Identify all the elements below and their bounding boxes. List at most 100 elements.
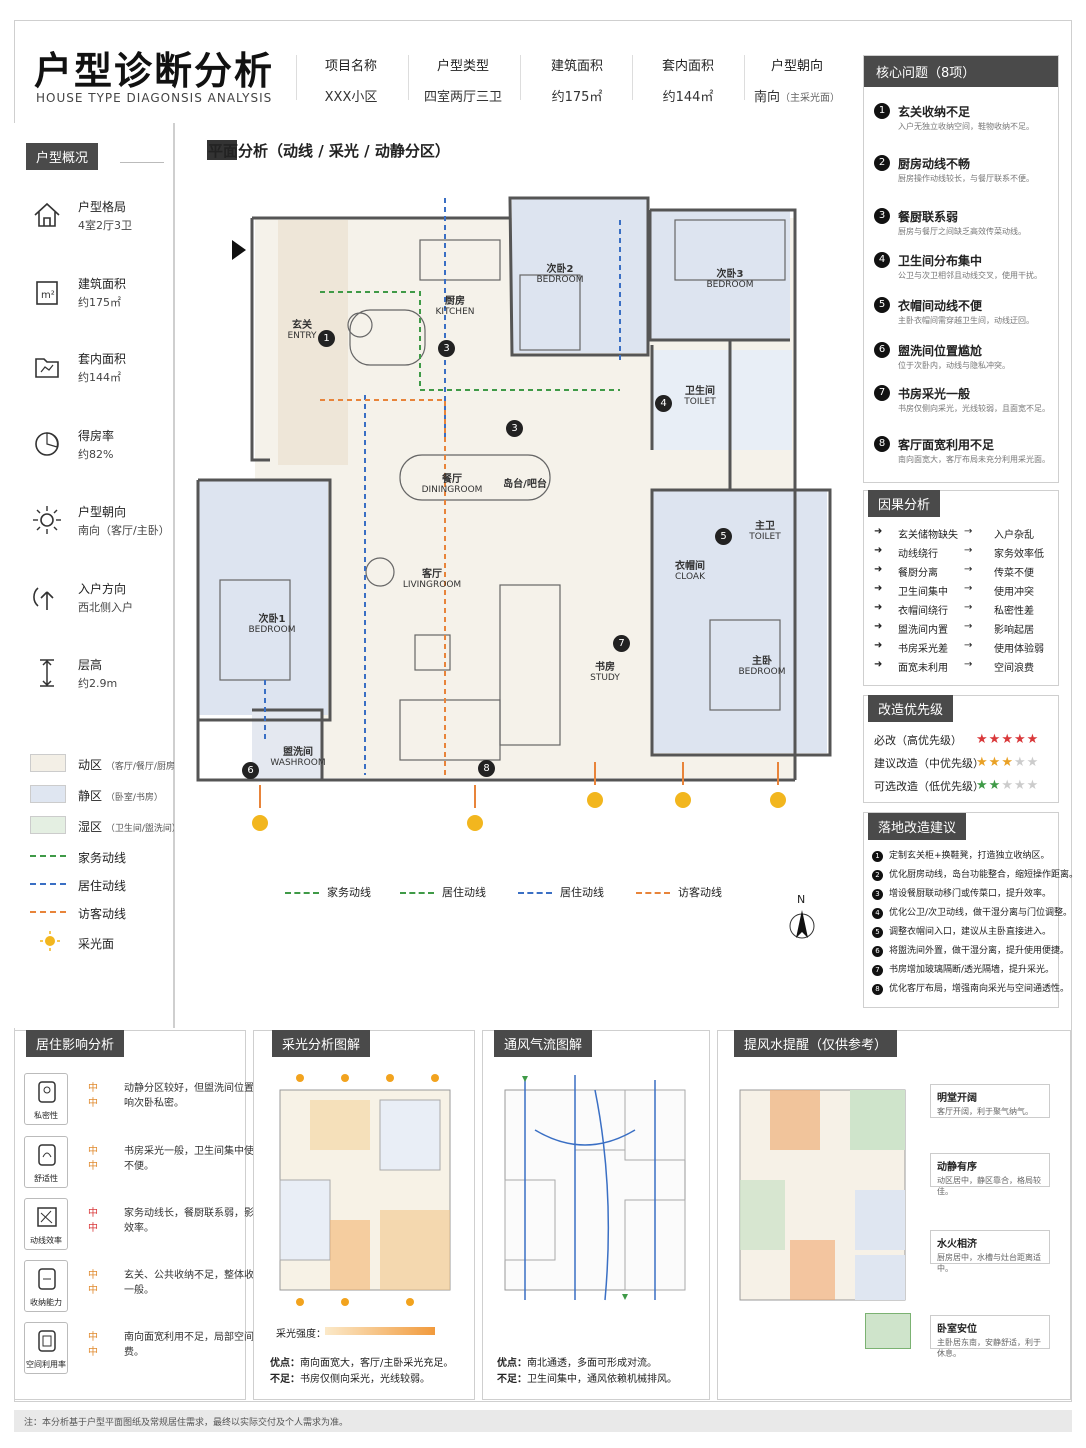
star-icon: ★ — [988, 755, 1002, 770]
priority-medium: 建议改造（中优先级）★★★★★ — [874, 755, 1040, 770]
star-icon: ★ — [1013, 732, 1027, 747]
overview-panel — [14, 123, 174, 1028]
divider — [520, 55, 521, 100]
marker-3: 3 — [438, 340, 455, 357]
priority-stars: ★★★★★ — [976, 732, 1039, 747]
star-icon: ★ — [1026, 732, 1040, 747]
star-icon: ★ — [988, 778, 1002, 793]
footer-note: 注：本分析基于户型平面图纸及常规居住需求，最终以实际交付及个人需求为准。 — [14, 1410, 1072, 1432]
ventilation-cons: 不足：卫生间集中，通风依赖机械排风。 — [497, 1374, 677, 1385]
marker-8: 8 — [478, 760, 495, 777]
impact-panel — [14, 1030, 246, 1400]
impact-space: 空间利用率 中中 南向面宽利用不足，局部空间浪费。 — [24, 1322, 264, 1378]
lighting-scale-bar — [325, 1327, 435, 1335]
star-icon: ★ — [1026, 755, 1040, 770]
flow-legend-living-a: 居住动线 — [400, 884, 486, 900]
bedroom-position-icon — [865, 1313, 911, 1349]
star-icon: ★ — [988, 732, 1002, 747]
impact-storage: 收纳能力 中中 玄关、公共收纳不足，整体收纳一般。 — [24, 1260, 264, 1316]
star-icon: ★ — [1001, 755, 1014, 770]
north-arrow-icon — [789, 910, 815, 939]
title-marker — [207, 140, 237, 160]
problems-panel — [863, 55, 1059, 483]
star-icon: ★ — [1013, 755, 1027, 770]
fengshui-diagram — [739, 1089, 906, 1301]
comfort-icon — [38, 1144, 56, 1166]
storage-icon — [38, 1268, 56, 1290]
area-icon: m² — [36, 281, 58, 305]
folder-icon — [35, 358, 59, 378]
flow-legend-housework: 家务动线 — [285, 884, 371, 900]
lighting-diagram — [279, 1074, 451, 1306]
star-icon: ★ — [1026, 778, 1040, 793]
fengshui-note: 卧室安位主卧居东南，安静舒适，利于休息。 — [930, 1315, 1050, 1358]
star-icon: ★ — [976, 778, 989, 793]
divider — [744, 55, 745, 100]
efficiency-icon — [37, 1207, 57, 1227]
marker-5: 5 — [715, 528, 732, 545]
room-island: 岛台/吧台 — [503, 479, 547, 490]
meta-gross-area: 建筑面积约175㎡ — [550, 59, 603, 105]
fengshui-tag: 提风水提醒（仅供参考） — [734, 1030, 898, 1057]
lighting-cons: 不足：书房仅侧向采光，光线较弱。 — [270, 1374, 430, 1385]
entrance-icon — [33, 587, 54, 610]
sun-icon — [33, 506, 61, 534]
sun-icon — [40, 931, 60, 951]
star-icon: ★ — [1001, 778, 1014, 793]
problems-tag: 核心问题（8项） — [864, 56, 1058, 87]
suggestions-tag: 落地改造建议 — [868, 813, 967, 840]
page-subtitle: HOUSE TYPE DIAGONSIS ANALYSIS — [36, 91, 273, 105]
priority-tag: 改造优先级 — [868, 695, 954, 722]
impact-comfort: 舒适性 中中 书房采光一般，卫生间集中使用不便。 — [24, 1136, 264, 1192]
fengshui-note: 水火相济厨房居中，水槽与灶台距离适中。 — [930, 1230, 1050, 1273]
causes-tag: 因果分析 — [868, 490, 941, 517]
fengshui-note: 明堂开阔客厅开阔，利于聚气纳气。 — [930, 1084, 1050, 1118]
priority-high: 必改（高优先级）★★★★★ — [874, 732, 1040, 747]
lighting-scale-label: 采光强度： — [276, 1329, 326, 1340]
ventilation-diagram — [504, 1075, 686, 1301]
divider — [296, 55, 297, 100]
overview-tag: 户型概况 — [26, 143, 99, 170]
star-icon: ★ — [1013, 778, 1027, 793]
marker-7: 7 — [613, 635, 630, 652]
lighting-tag: 采光分析图解 — [272, 1030, 371, 1057]
plan-title: 平面分析（动线 / 采光 / 动静分区） — [208, 142, 450, 160]
star-icon: ★ — [1001, 732, 1014, 747]
ventilation-pros: 优点：南北通透，多面可形成对流。 — [497, 1358, 657, 1369]
marker-4: 4 — [655, 395, 672, 412]
star-icon: ★ — [976, 732, 989, 747]
fengshui-note: 动静有序动区居中，静区靠合，格局较佳。 — [930, 1153, 1050, 1196]
meta-net-area: 套内面积约144㎡ — [661, 59, 714, 105]
priority-stars: ★★★★★ — [976, 755, 1039, 770]
divider — [408, 55, 409, 100]
star-icon: ★ — [976, 755, 989, 770]
meta-type: 户型类型四室两厅三卫 — [423, 59, 502, 105]
north-label: N — [797, 893, 806, 906]
floor-plan — [196, 196, 832, 831]
marker-3b: 3 — [506, 420, 523, 437]
page-title: 户型诊断分析 — [34, 49, 275, 93]
svg-text:m²: m² — [41, 290, 55, 301]
causes-panel — [863, 490, 1059, 686]
suggestions-panel — [863, 812, 1059, 1008]
ratio-icon — [35, 432, 59, 456]
height-icon — [40, 659, 54, 687]
privacy-icon — [38, 1081, 56, 1103]
